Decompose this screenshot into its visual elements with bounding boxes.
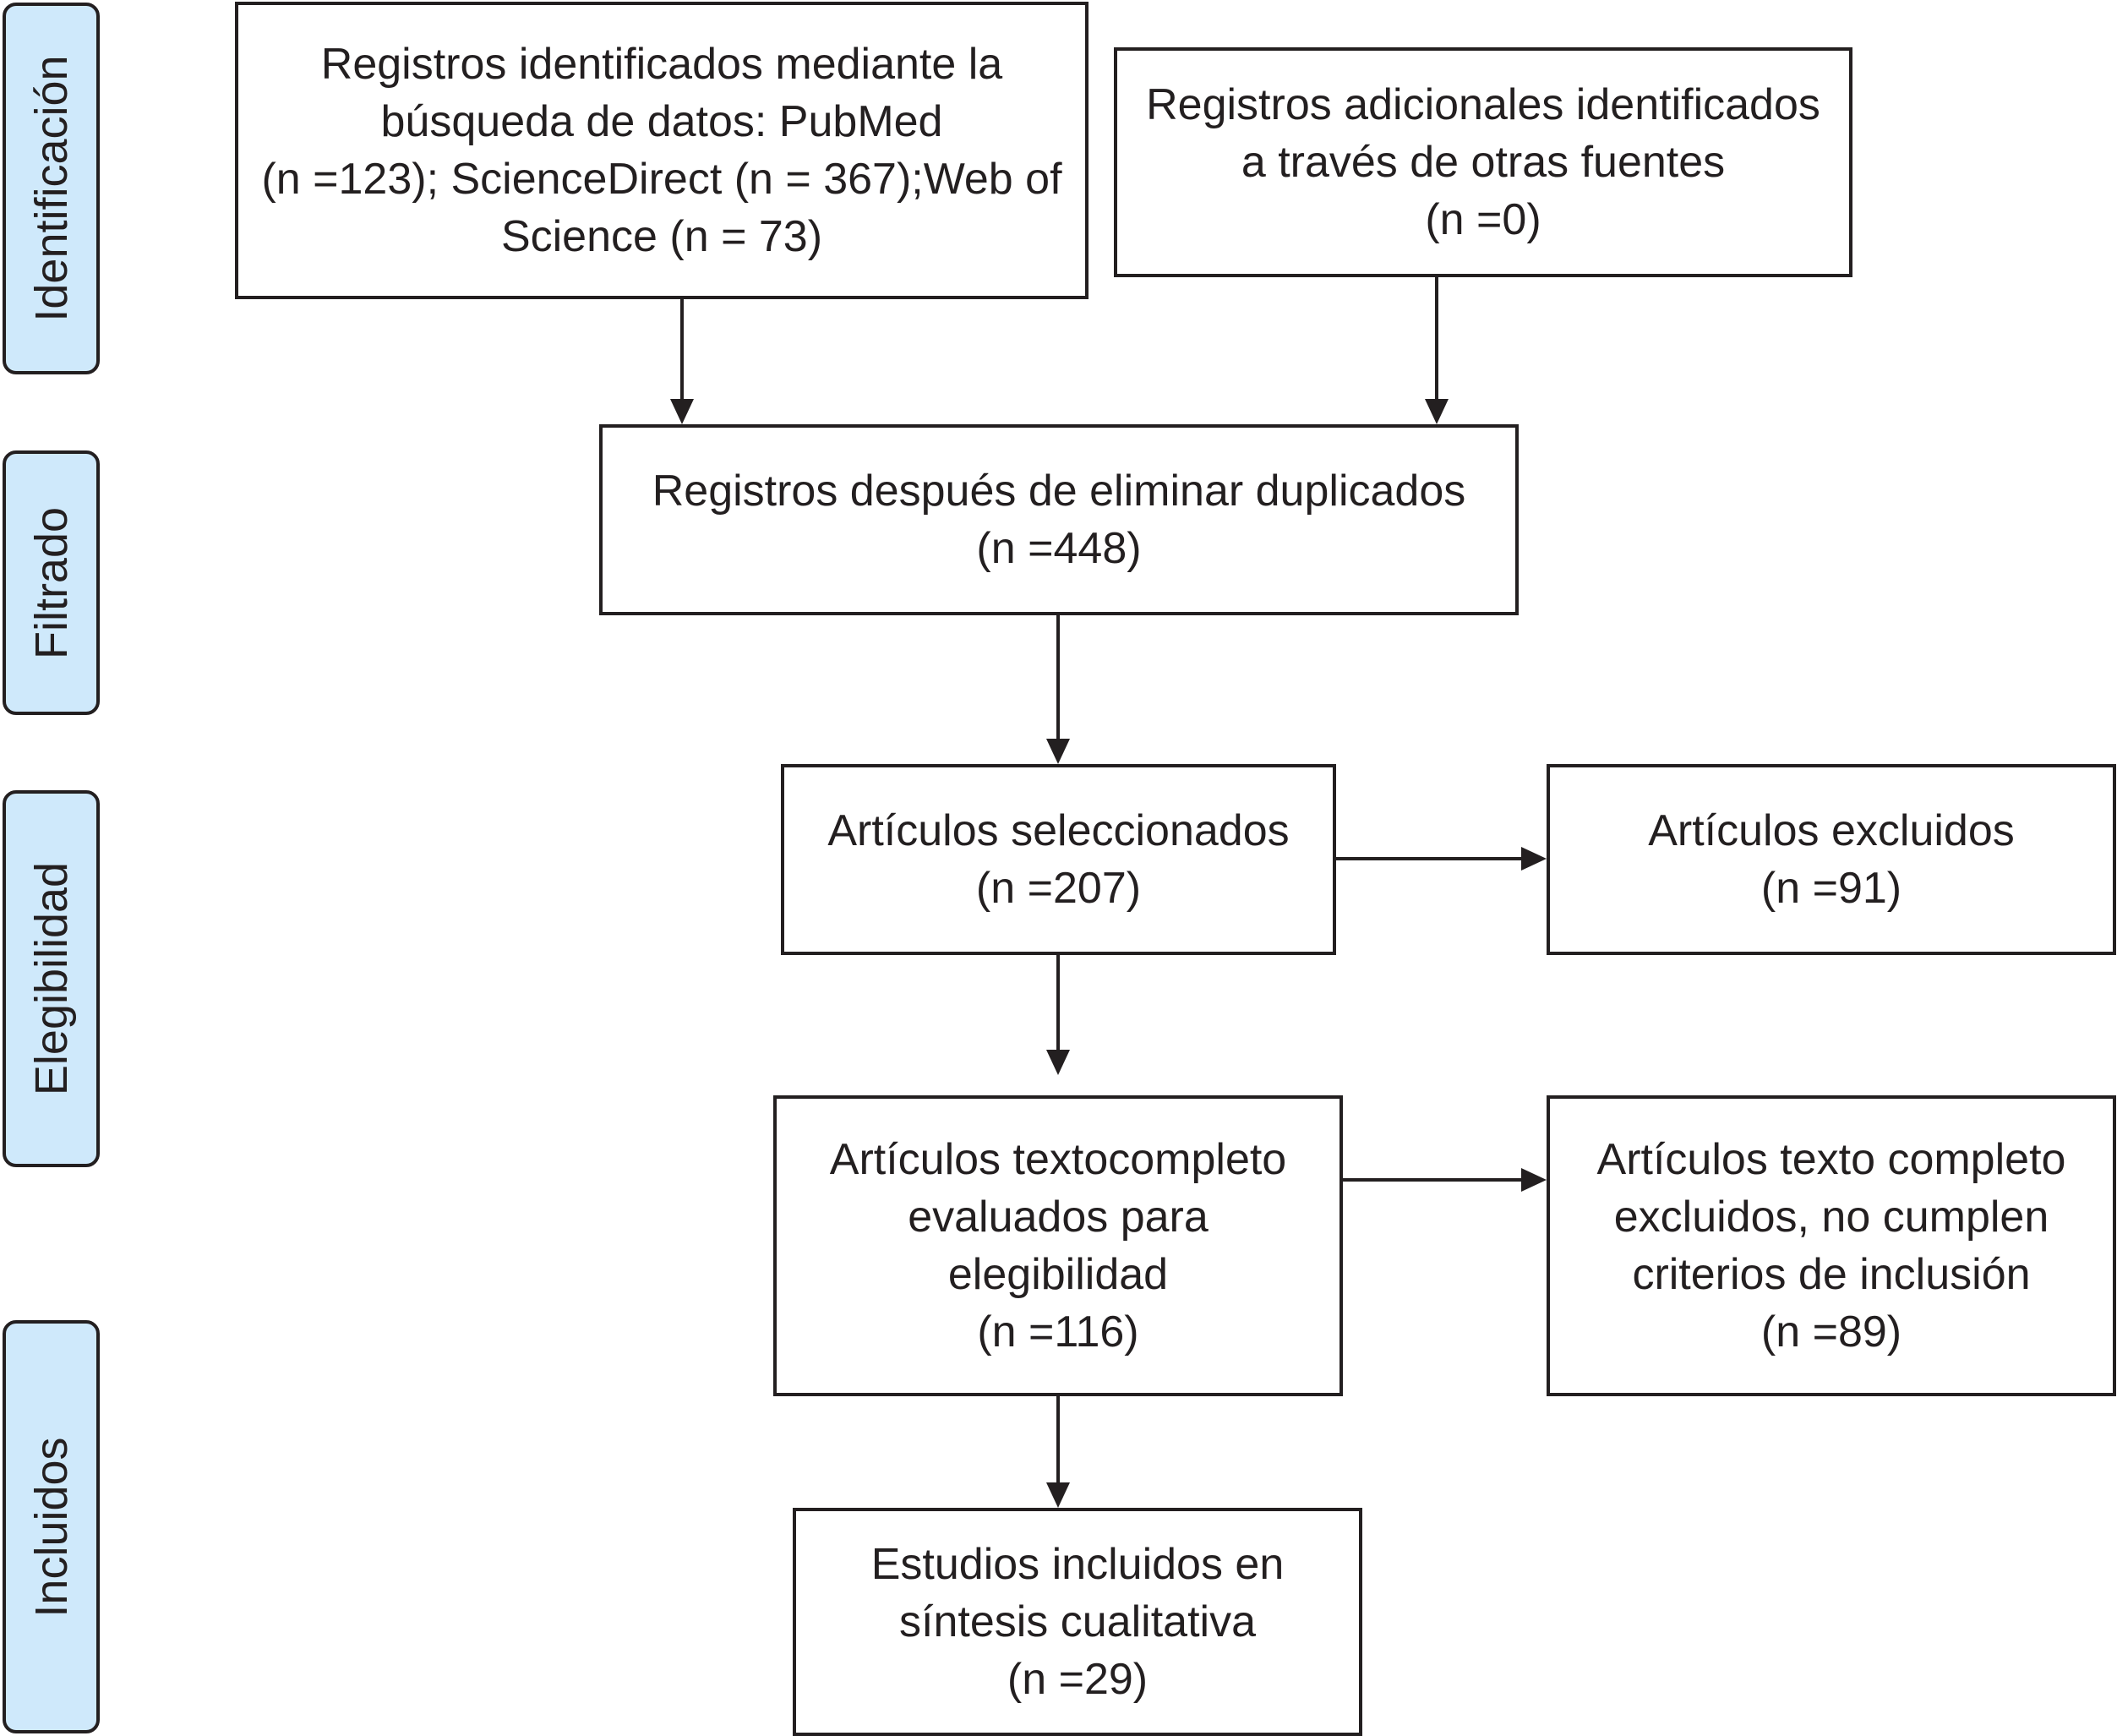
box-text: Artículos excluidos (n =91)	[1550, 802, 2113, 917]
arrowhead	[1425, 399, 1449, 424]
box-after-duplicates: Registros después de eliminar duplicados…	[599, 424, 1519, 615]
phase-incluidos: Incluidos	[3, 1320, 100, 1733]
text-line: (n =29)	[1007, 1655, 1149, 1704]
box-text: Artículos texto completo excluidos, no c…	[1550, 1131, 2113, 1361]
text-line: síntesis cualitativa	[899, 1597, 1256, 1646]
box-database-search: Registros identificados mediante la búsq…	[235, 2, 1089, 299]
text-line: Artículos excluidos	[1648, 806, 2015, 855]
box-text: Estudios incluidos en síntesis cualitati…	[796, 1536, 1359, 1708]
arrowhead	[1046, 1050, 1070, 1075]
box-text: Artículos textocompleto evaluados para e…	[777, 1131, 1339, 1361]
box-text: Registros después de eliminar duplicados…	[603, 462, 1515, 577]
box-excluded: Artículos excluidos (n =91)	[1547, 764, 2116, 955]
text-line: excluidos, no cumplen	[1613, 1193, 2049, 1242]
arrowhead	[1046, 1482, 1070, 1508]
text-line: Registros después de eliminar duplicados	[652, 467, 1466, 516]
text-line: Estudios incluidos en	[870, 1540, 1285, 1589]
box-fulltext-assessed: Artículos textocompleto evaluados para e…	[773, 1095, 1343, 1396]
text-line: (n =0)	[1425, 195, 1541, 244]
text-line: (n =123); ScienceDirect (n = 367);Web of	[261, 155, 1062, 204]
text-line: criterios de inclusión	[1632, 1250, 2031, 1299]
text-line: búsqueda de datos: PubMed	[380, 97, 943, 146]
box-text: Registros identificados mediante la búsq…	[238, 35, 1085, 265]
phase-identificacion: Identificación	[3, 3, 100, 374]
arrowhead	[1046, 739, 1070, 764]
text-line: Registros identificados mediante la	[320, 40, 1003, 89]
text-line: evaluados para	[908, 1193, 1209, 1242]
phase-filtrado: Filtrado	[3, 450, 100, 715]
text-line: elegibilidad	[947, 1250, 1169, 1299]
text-line: a través de otras fuentes	[1241, 138, 1726, 187]
box-other-sources: Registros adicionales identificados a tr…	[1114, 47, 1852, 277]
text-line: (n =91)	[1760, 864, 1902, 913]
text-line: (n =116)	[977, 1307, 1139, 1357]
text-line: (n =89)	[1760, 1307, 1902, 1357]
text-line: Artículos textocompleto	[829, 1135, 1287, 1184]
text-line: Artículos seleccionados	[827, 806, 1290, 855]
box-included: Estudios incluidos en síntesis cualitati…	[793, 1508, 1362, 1736]
box-text: Registros adicionales identificados a tr…	[1117, 76, 1849, 248]
arrowhead	[1521, 1168, 1547, 1192]
arrowhead	[670, 399, 694, 424]
text-line: (n =448)	[976, 524, 1142, 573]
text-line: Artículos texto completo	[1596, 1135, 2066, 1184]
arrowhead	[1521, 847, 1547, 871]
phase-elegibilidad: Elegibilidad	[3, 790, 100, 1167]
box-fulltext-excluded: Artículos texto completo excluidos, no c…	[1547, 1095, 2116, 1396]
text-line: (n =207)	[975, 864, 1142, 913]
box-selected: Artículos seleccionados (n =207)	[781, 764, 1336, 955]
box-text: Artículos seleccionados (n =207)	[784, 802, 1333, 917]
text-line: Science (n = 73)	[500, 212, 823, 261]
text-line: Registros adicionales identificados	[1146, 80, 1820, 129]
